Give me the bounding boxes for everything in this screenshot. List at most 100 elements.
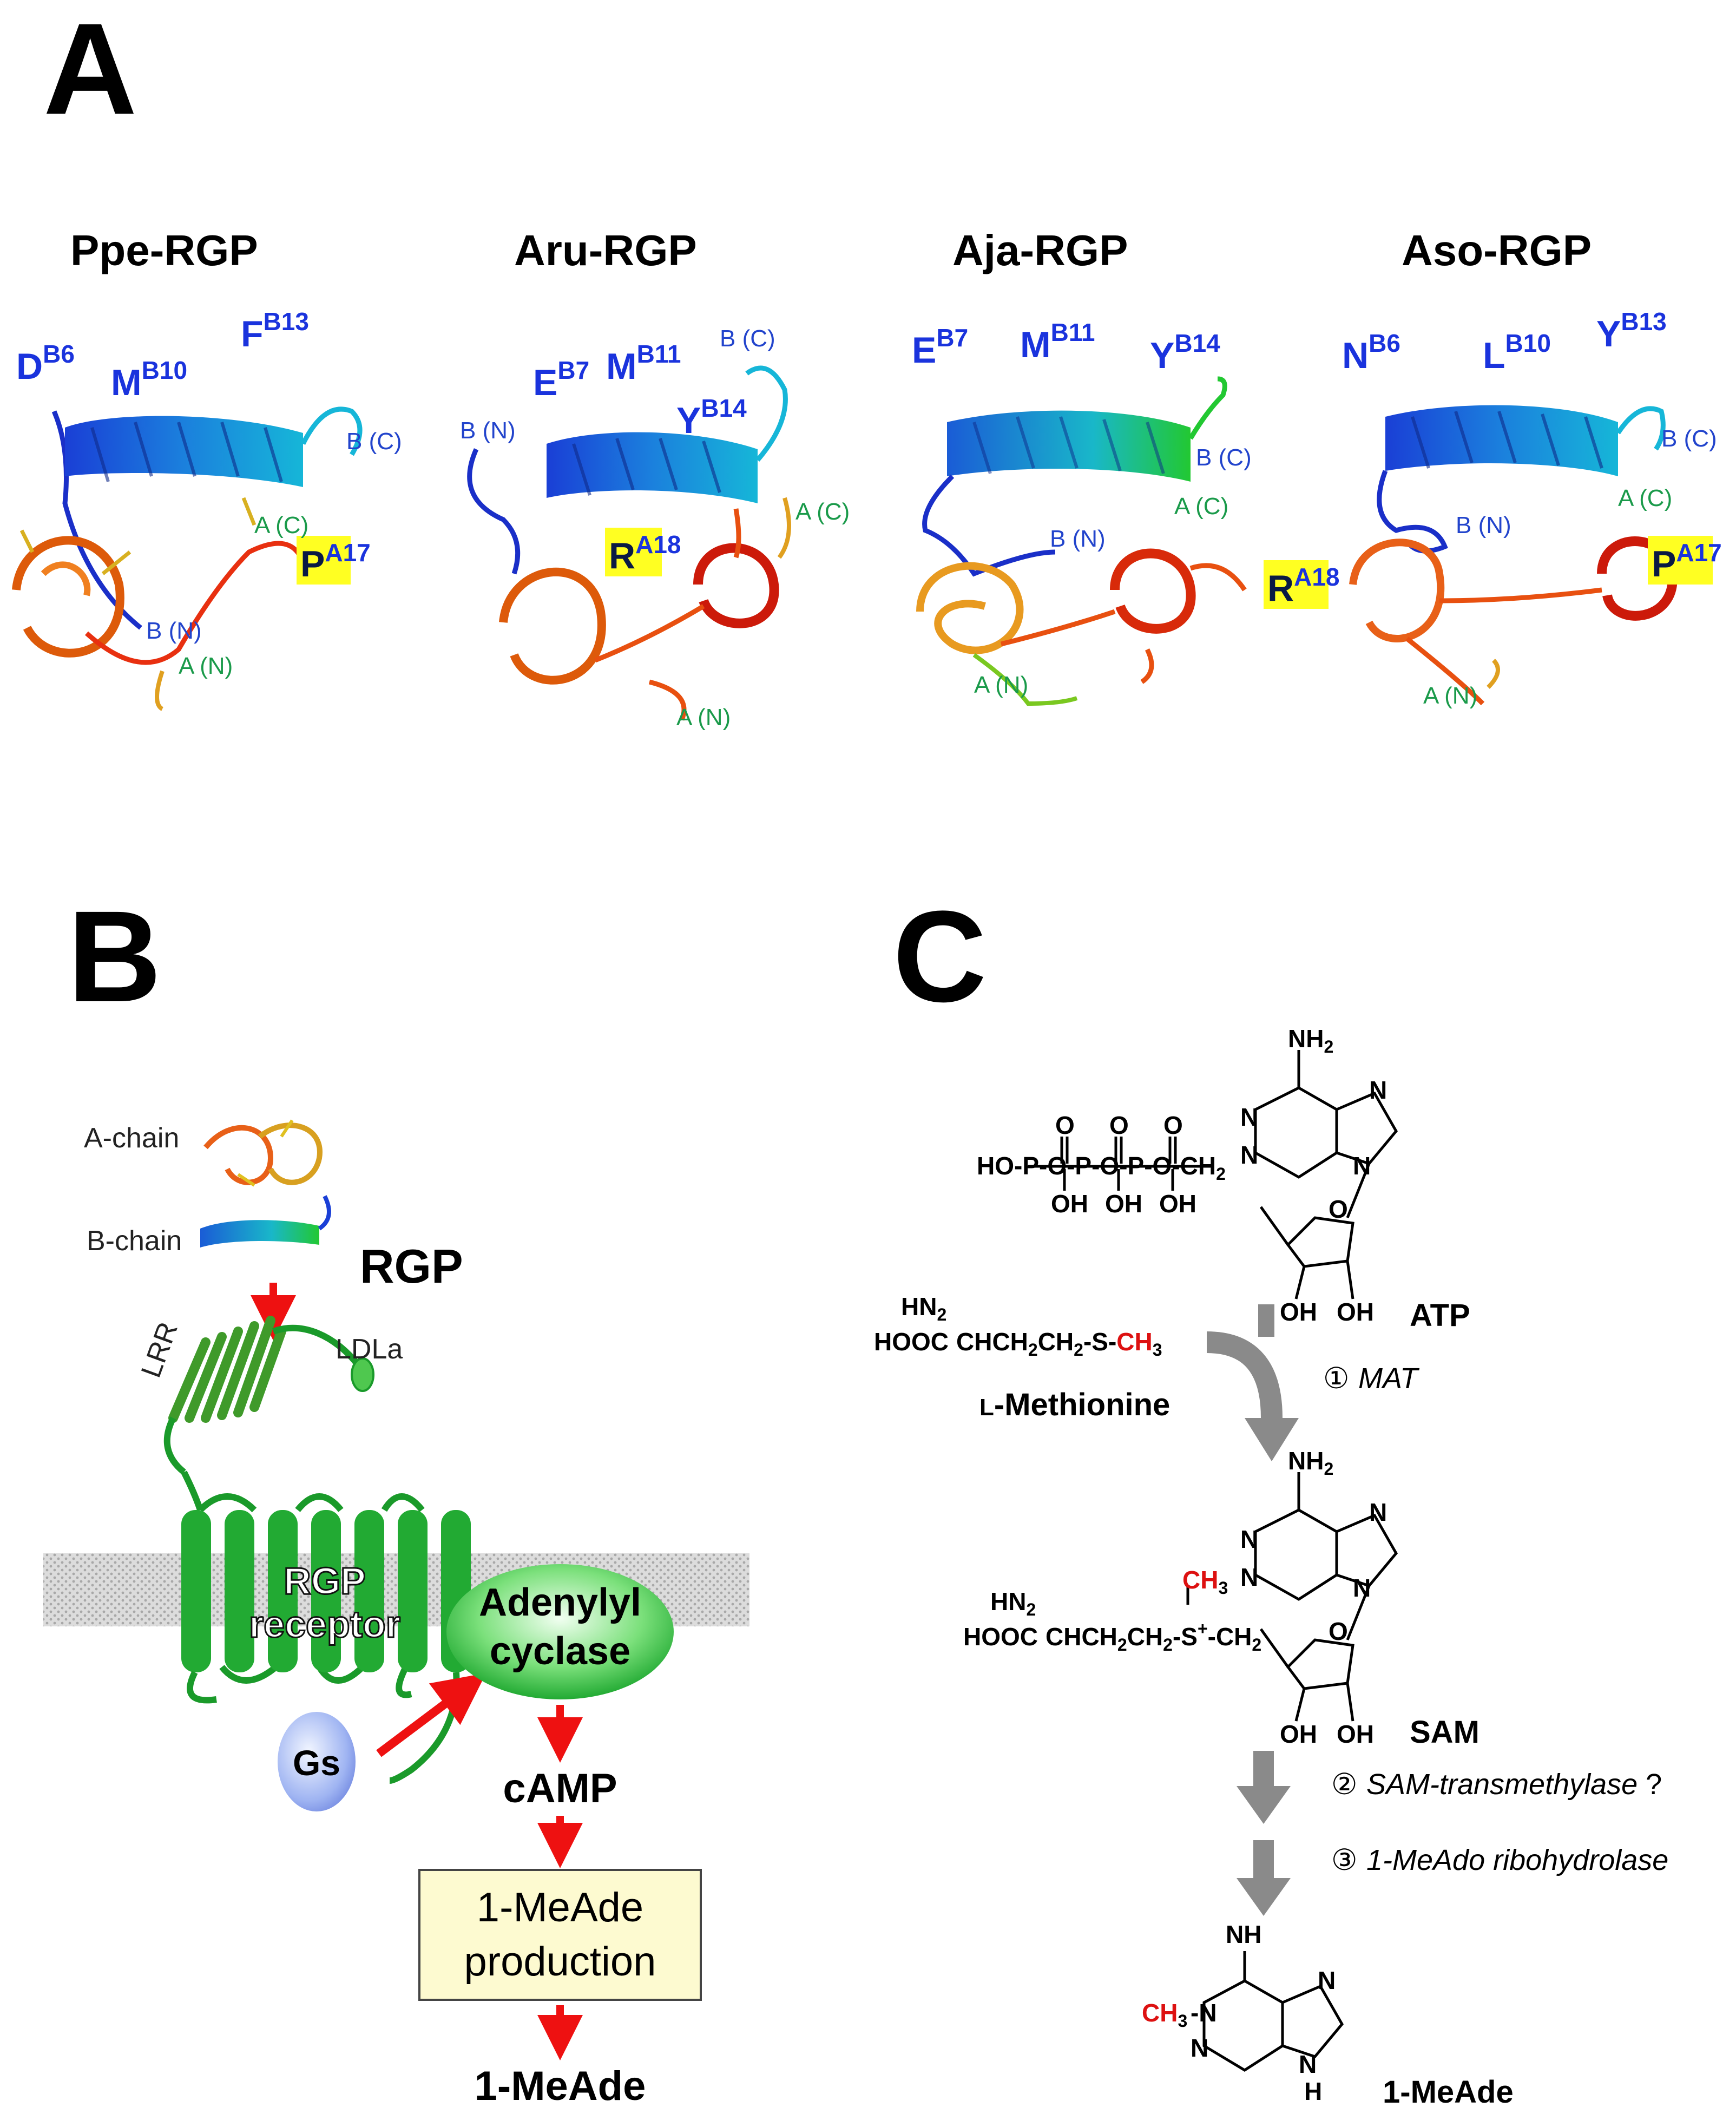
step2-number: ②: [1331, 1768, 1357, 1801]
step3-number: ③: [1331, 1844, 1357, 1876]
sam-ch3: CH3: [1182, 1566, 1228, 1598]
terminus-a-n: A (N): [179, 653, 233, 679]
receptor-label-line1: RGP: [284, 1560, 366, 1602]
terminus-b-n: B (N): [146, 618, 202, 644]
residue-label: DB6: [16, 340, 75, 387]
residue-label: YB14: [1150, 329, 1220, 376]
sam-n: N: [1369, 1498, 1387, 1526]
residue-label: EB7: [912, 324, 968, 371]
panel-a-letter: A: [43, 0, 137, 141]
atp-oh: OH: [1337, 1298, 1374, 1326]
lrr-domain: [163, 1316, 374, 1475]
highlight-box: [297, 536, 351, 585]
1-meade-n: -N: [1191, 1999, 1217, 2027]
1-meade-n: N: [1191, 2034, 1208, 2062]
highlight-residue: PA17: [1652, 539, 1722, 585]
structure-ppe-rgp: Ppe-RGP DB6 MB10 FB13 PA17 B (C) A (C) B…: [12, 226, 402, 711]
structure-title: Aru-RGP: [514, 226, 697, 274]
adenylyl-cyclase-line1: Adenylyl: [479, 1581, 641, 1624]
terminus-a-n: A (N): [1423, 682, 1477, 709]
a-chain-label: A-chain: [84, 1122, 179, 1154]
atp-oxygen: O: [1163, 1111, 1183, 1139]
structure-title: Aso-RGP: [1402, 226, 1592, 274]
rgp-receptor: [181, 1470, 471, 1784]
atp-oh: OH: [1159, 1190, 1196, 1218]
rgp-structure-icon: [200, 1119, 331, 1248]
structure-aso-rgp: Aso-RGP NB6 LB10 YB13 PA17 B (C) B (N) A…: [1342, 226, 1722, 709]
sam-ring-o: O: [1329, 1617, 1348, 1645]
atp-structure: [1028, 1050, 1398, 1299]
atp-oxygen: O: [1109, 1111, 1129, 1139]
rgp-label: RGP: [360, 1239, 463, 1293]
1-meade-n: N: [1299, 2050, 1317, 2078]
adenylyl-cyclase-line2: cyclase: [490, 1630, 630, 1673]
step2-enzyme: SAM-transmethylase ?: [1366, 1768, 1662, 1801]
highlight-residue: RA18: [609, 530, 681, 576]
atp-nh2: NH2: [1288, 1025, 1333, 1056]
step1-number: ①: [1323, 1362, 1349, 1395]
highlight-box: [1648, 536, 1713, 585]
terminus-a-c: A (C): [254, 512, 308, 539]
residue-label: YB14: [676, 394, 747, 441]
ldla-domain: [351, 1357, 374, 1392]
structure-title: Aja-RGP: [952, 226, 1128, 274]
gs-label: Gs: [293, 1743, 340, 1783]
terminus-a-c: A (C): [1618, 485, 1672, 511]
1-meade-nh: NH: [1226, 1920, 1261, 1948]
production-line2: production: [464, 1939, 656, 1985]
gs-protein: [278, 1712, 356, 1811]
terminus-b-n: B (N): [460, 417, 516, 444]
1-meade-ch3: CH3: [1142, 1999, 1187, 2031]
terminus-b-c: B (C): [1661, 425, 1717, 452]
production-box: [418, 1869, 702, 2001]
terminus-a-c: A (C): [1174, 493, 1228, 520]
terminus-b-n: B (N): [1050, 526, 1106, 552]
sam-oh: OH: [1337, 1720, 1374, 1748]
adenylyl-cyclase: [446, 1564, 674, 1699]
1-meade-n: N: [1318, 1966, 1336, 1994]
atp-n: N: [1240, 1103, 1258, 1131]
sam-structure: [1186, 1472, 1398, 1722]
sam-oh: OH: [1280, 1720, 1317, 1748]
sam-n: N: [1240, 1563, 1258, 1591]
atp-oh: OH: [1051, 1190, 1088, 1218]
structure-aja-rgp: Aja-RGP EB7 MB11 YB14 RA18 B (C) B (N) A…: [912, 226, 1340, 706]
terminus-a-c: A (C): [795, 498, 850, 525]
atp-n: N: [1369, 1076, 1387, 1104]
atp-n: N: [1353, 1152, 1371, 1180]
atp-phosphate-chain: HO-P-O-P-O-P-O-CH2: [977, 1152, 1226, 1184]
terminus-b-c: B (C): [1196, 444, 1252, 471]
residue-label: MB11: [606, 340, 681, 387]
terminus-b-c: B (C): [720, 325, 775, 352]
sam-hn2: HN2: [990, 1587, 1036, 1619]
1-meade-label: 1-MeAde: [1383, 2074, 1514, 2110]
step1-enzyme: MAT: [1358, 1362, 1420, 1395]
panel-b-letter: B: [68, 884, 161, 1029]
terminus-a-n: A (N): [676, 704, 731, 731]
sam-nh2: NH2: [1288, 1447, 1333, 1479]
structure-title: Ppe-RGP: [70, 226, 258, 274]
receptor-label-line2: receptor: [249, 1603, 400, 1645]
atp-n: N: [1240, 1141, 1258, 1169]
1-meade-structure: [1202, 1951, 1344, 2072]
atp-oxygen: O: [1055, 1111, 1075, 1139]
panel-c-letter: C: [893, 884, 987, 1029]
residue-label: LB10: [1483, 329, 1551, 376]
methionine-label: L-Methionine: [979, 1387, 1170, 1422]
sam-n: N: [1240, 1525, 1258, 1553]
terminus-b-n: B (N): [1456, 512, 1511, 539]
methionine-hn2: HN2: [901, 1292, 946, 1324]
arrow-mat-head: [1245, 1418, 1299, 1461]
residue-label: MB11: [1020, 318, 1095, 365]
arrow-mat: [1206, 1331, 1283, 1419]
camp-label: cAMP: [503, 1765, 617, 1811]
residue-label: FB13: [241, 307, 309, 354]
arrow-step3-head: [1237, 1878, 1291, 1916]
1-meade-h: H: [1304, 2077, 1322, 2105]
highlight-box: [1264, 560, 1329, 609]
atp-label: ATP: [1410, 1298, 1470, 1333]
residue-label: YB13: [1596, 307, 1667, 354]
